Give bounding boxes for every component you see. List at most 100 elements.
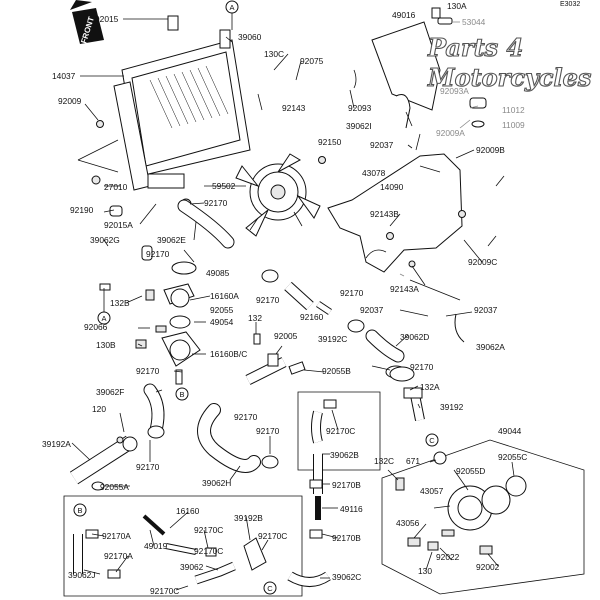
- radiator: [91, 15, 326, 217]
- circle-ref-c-box: C: [263, 581, 277, 595]
- label-92170a-a: 92170A: [102, 531, 131, 541]
- watermark-line2: Motorcycles: [427, 63, 592, 92]
- label-39062b: 39062B: [330, 450, 359, 460]
- label-53044: 53044: [462, 17, 486, 27]
- label-39062h: 39062H: [202, 478, 231, 488]
- label-92170b-b: 92170B: [332, 533, 361, 543]
- label-92009a: 92009A: [436, 128, 465, 138]
- label-49019: 49019: [144, 541, 168, 551]
- cooling-fan: [180, 153, 321, 237]
- svg-text:C: C: [267, 584, 273, 593]
- label-39192a: 39192A: [42, 439, 71, 449]
- label-92160: 92160: [300, 312, 324, 322]
- label-92093: 92093: [348, 103, 372, 113]
- label-39062g: 39062G: [90, 235, 120, 245]
- label-49044: 49044: [498, 426, 522, 436]
- water-pump-group: [381, 439, 585, 595]
- label-39062a: 39062A: [476, 342, 505, 352]
- diagram-code: E3032: [560, 1, 580, 8]
- label-92170-g: 92170: [234, 412, 258, 422]
- label-39062f: 39062F: [96, 387, 124, 397]
- label-92170c-a: 92170C: [326, 426, 355, 436]
- label-16160bc: 16160B/C: [210, 349, 247, 359]
- hose-39062e: [177, 199, 407, 379]
- label-59502: 59502: [212, 181, 236, 191]
- label-130a: 130A: [447, 1, 467, 11]
- label-92009b: 92009B: [476, 145, 505, 155]
- label-39062i: 39062I: [346, 121, 372, 131]
- label-49085: 49085: [206, 268, 230, 278]
- part-labels: 130A 53044 49016 92015 39060 14037 130C …: [42, 1, 527, 596]
- leader-lines: [71, 18, 515, 591]
- label-49116: 49116: [340, 504, 363, 514]
- label-92170-i: 92170: [136, 462, 160, 472]
- circle-ref-c-right: C: [425, 433, 439, 447]
- label-92170-c: 92170: [256, 295, 280, 305]
- label-92170-h: 92170: [256, 426, 280, 436]
- label-27010: 27010: [104, 182, 128, 192]
- label-92170-fan: 92170: [204, 198, 228, 208]
- label-120: 120: [92, 404, 106, 414]
- hose-39062f: [143, 383, 165, 439]
- label-39062e: 39062E: [157, 235, 186, 245]
- label-92190: 92190: [70, 205, 94, 215]
- label-92170a-b: 92170A: [104, 551, 133, 561]
- svg-text:B: B: [77, 506, 82, 515]
- label-92170c-d: 92170C: [194, 546, 223, 556]
- label-39062j: 39062J: [68, 570, 95, 580]
- label-49016: 49016: [392, 10, 416, 20]
- label-92002: 92002: [476, 562, 500, 572]
- label-92170c-b: 92170C: [194, 525, 223, 535]
- pipe-39192: [389, 366, 425, 421]
- reservoir-tank: [327, 133, 505, 343]
- label-92015a: 92015A: [104, 220, 133, 230]
- label-92037c: 92037: [474, 305, 498, 315]
- circle-ref-a-left: A: [97, 311, 111, 325]
- label-11012: 11012: [502, 105, 525, 115]
- label-92075: 92075: [300, 56, 324, 66]
- label-39192c: 39192C: [318, 334, 347, 344]
- front-arrow: FRONT: [70, 0, 104, 45]
- watermark: Parts 4 Motorcycles: [426, 32, 592, 92]
- svg-text:A: A: [229, 3, 234, 12]
- label-14037: 14037: [52, 71, 76, 81]
- label-92055d: 92055D: [456, 466, 485, 476]
- label-130: 130: [418, 566, 432, 576]
- label-92143a: 92143A: [390, 284, 419, 294]
- label-92037: 92037: [370, 140, 394, 150]
- label-39060: 39060: [238, 32, 262, 42]
- label-39062: 39062: [180, 562, 204, 572]
- bottom-group-box: [63, 495, 331, 597]
- reservoir-cover: [353, 7, 487, 129]
- label-92037b: 92037: [360, 305, 384, 315]
- label-92055c: 92055C: [498, 452, 527, 462]
- label-132b: 132B: [110, 298, 130, 308]
- label-92170-b: 92170: [146, 249, 170, 259]
- circle-ref-b-box: B: [73, 503, 87, 517]
- label-671: 671: [406, 456, 420, 466]
- svg-text:A: A: [101, 314, 106, 323]
- label-39192b: 39192B: [234, 513, 263, 523]
- label-132a: 132A: [420, 382, 440, 392]
- label-92170-d: 92170: [340, 288, 364, 298]
- hose-39062h: [197, 403, 279, 473]
- label-16160a: 16160A: [210, 291, 239, 301]
- fitting-92005: [245, 333, 306, 385]
- label-92143b: 92143B: [370, 209, 399, 219]
- pipe-39192a: [69, 435, 138, 491]
- label-92170c-e: 92170C: [150, 586, 179, 596]
- label-92055: 92055: [210, 305, 234, 315]
- label-92170c-c: 92170C: [258, 531, 287, 541]
- label-92170-f: 92170: [136, 366, 160, 376]
- label-16160: 16160: [176, 506, 200, 516]
- label-92066: 92066: [84, 322, 108, 332]
- label-92015: 92015: [95, 14, 119, 24]
- label-130c: 130C: [264, 49, 284, 59]
- label-14090: 14090: [380, 182, 404, 192]
- label-92055b: 92055B: [322, 366, 351, 376]
- label-132: 132: [248, 313, 262, 323]
- label-92093a: 92093A: [440, 86, 469, 96]
- label-43056: 43056: [396, 518, 420, 528]
- label-39192: 39192: [440, 402, 464, 412]
